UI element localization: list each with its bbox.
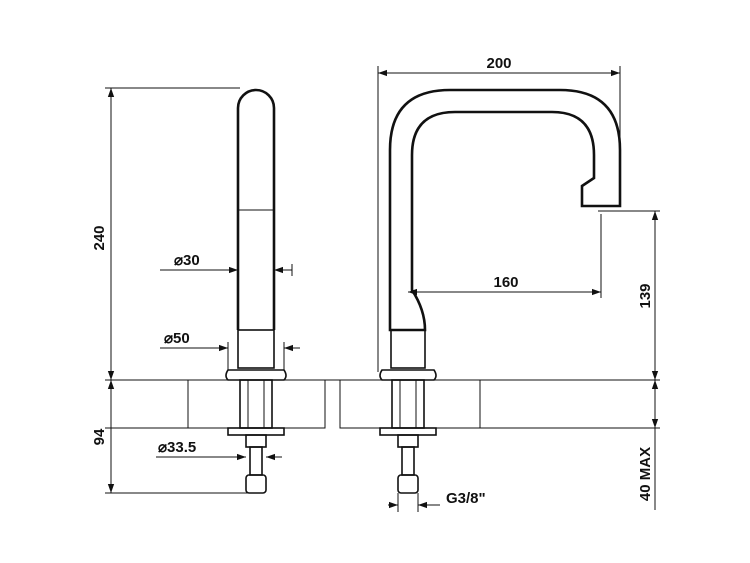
front-ribbed-collar xyxy=(390,329,426,369)
front-hose-nut xyxy=(397,434,419,448)
dim-label-240: 240 xyxy=(91,225,108,250)
front-base-flange xyxy=(379,369,437,381)
side-lock-nut xyxy=(227,427,285,436)
front-connector xyxy=(397,474,419,494)
side-threaded-rod xyxy=(249,446,263,476)
side-spout-tube xyxy=(236,88,276,330)
deck-left-hatch xyxy=(187,379,326,429)
dim-label-200: 200 xyxy=(486,55,511,72)
dim-label-thread: G3/8" xyxy=(446,490,486,507)
dim-label-40-max: 40 MAX xyxy=(637,447,654,501)
dim-label-dia-50: ⌀50 xyxy=(164,330,190,347)
front-shank xyxy=(391,379,425,429)
dim-label-dia-33-5: ⌀33.5 xyxy=(158,439,196,456)
side-ribbed-collar xyxy=(237,329,275,369)
dimensions-right: 200 160 139 40 MAX G3/8" xyxy=(377,55,660,512)
dim-label-139: 139 xyxy=(637,283,654,308)
deck-right-hatch xyxy=(339,379,481,429)
front-view xyxy=(379,88,622,494)
side-shank xyxy=(239,379,273,429)
dim-label-dia-30: ⌀30 xyxy=(174,252,200,269)
side-hose-nut xyxy=(245,434,267,448)
front-threaded-rod xyxy=(401,446,415,476)
side-base-flange xyxy=(225,369,287,381)
dim-label-160: 160 xyxy=(493,274,518,291)
dim-label-94: 94 xyxy=(91,428,108,445)
side-connector xyxy=(245,474,267,494)
dimensions-left: 240 94 ⌀30 ⌀50 ⌀33.5 xyxy=(91,87,300,494)
front-spout-body xyxy=(388,88,622,332)
side-view xyxy=(225,88,287,494)
front-lock-nut xyxy=(379,427,437,436)
countertop-section xyxy=(105,379,660,429)
